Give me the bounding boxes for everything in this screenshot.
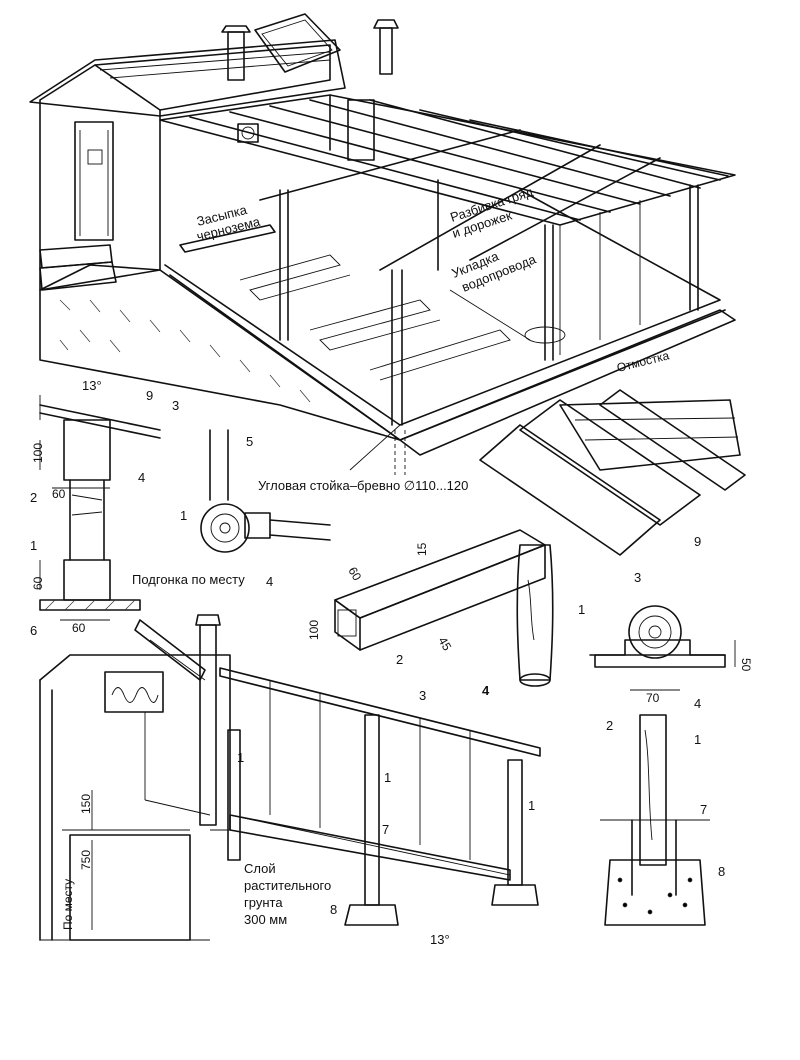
fit-vertical-label: По месту: [61, 879, 75, 930]
dim-70: 70: [646, 691, 660, 705]
section-view: [39, 614, 541, 941]
corner-post-label: Угловая стойка–бревно ∅110...120: [258, 478, 468, 493]
callout-8b: 8: [718, 864, 725, 879]
callout-7b: 7: [700, 802, 707, 817]
callout-3b: 3: [634, 570, 641, 585]
soil-label-4: 300 мм: [244, 912, 287, 927]
detail-post-footing: [600, 714, 710, 926]
dim-100b: 100: [307, 620, 321, 640]
callout-4b: 4: [266, 574, 273, 589]
dim-150: 150: [79, 794, 93, 814]
callout-7a: 7: [382, 822, 389, 837]
callout-3c: 3: [419, 688, 426, 703]
callout-5: 5: [246, 434, 253, 449]
callout-4c: 4: [694, 696, 701, 711]
figure-number: 4: [482, 683, 490, 698]
dim-750: 750: [79, 850, 93, 870]
dim-60c: 60: [72, 621, 86, 635]
dim-60d: 60: [345, 565, 364, 584]
detail-beam-isometric: [334, 389, 746, 687]
perspective-view: [29, 13, 736, 475]
soil-label-1: Слой: [244, 861, 276, 876]
callout-4a: 4: [138, 470, 145, 485]
callout-2a: 2: [30, 490, 37, 505]
angle-bottom: 13°: [430, 932, 450, 947]
callout-1e: 1: [384, 770, 391, 785]
blind-area-label: Отмостка: [615, 348, 671, 375]
callout-1d: 1: [237, 750, 244, 765]
dim-15: 15: [415, 542, 429, 556]
dim-45: 45: [435, 635, 454, 654]
soil-label-2: растительного: [244, 878, 331, 893]
callout-3a: 3: [172, 398, 179, 413]
angle-top: 13°: [82, 378, 102, 393]
callout-1f: 1: [528, 798, 535, 813]
detail-roof-joint: [39, 395, 161, 621]
detail-log-joint: [200, 429, 331, 553]
fitting-label: Подгонка по месту: [132, 572, 245, 587]
callout-2b: 2: [396, 652, 403, 667]
detail-log-section: [589, 605, 736, 691]
dim-50: 50: [739, 658, 753, 672]
callout-9b: 9: [694, 534, 701, 549]
soil-label-3: грунта: [244, 895, 283, 910]
callout-2c: 2: [606, 718, 613, 733]
dim-60b: 60: [31, 576, 45, 590]
dim-100a: 100: [31, 443, 45, 463]
callout-6: 6: [30, 623, 37, 638]
callout-1c: 1: [578, 602, 585, 617]
callout-1g: 1: [694, 732, 701, 747]
callout-1a: 1: [30, 538, 37, 553]
dim-60a: 60: [52, 487, 66, 501]
callout-1b: 1: [180, 508, 187, 523]
callout-9a: 9: [146, 388, 153, 403]
callout-8a: 8: [330, 902, 337, 917]
